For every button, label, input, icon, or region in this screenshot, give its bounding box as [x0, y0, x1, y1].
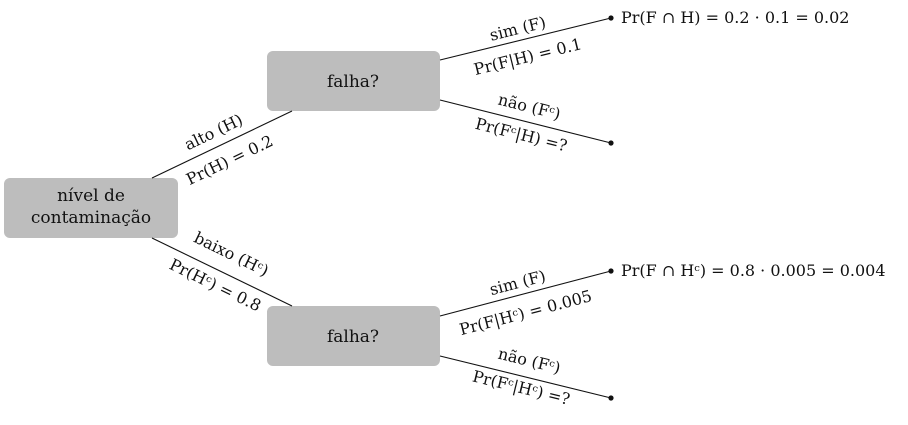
- root-node-label-line2: contaminação: [31, 208, 151, 228]
- root-node-label-line1: nível de: [57, 186, 125, 206]
- lower-failure-node-label: falha?: [327, 327, 379, 347]
- root-node-box: [4, 178, 178, 238]
- edge-lower-sim: sim (F) Pr(F|Hᶜ) = 0.005 Pr(F ∩ Hᶜ) = 0.…: [439, 261, 886, 339]
- edge-upper-sim-probability: Pr(F|H) = 0.1: [472, 34, 584, 79]
- upper-failure-node: falha?: [267, 51, 440, 111]
- leaf-upper-sim-dot: [608, 15, 614, 21]
- edge-upper-sim-line: [439, 17, 612, 61]
- leaf-lower-nao-dot: [608, 395, 614, 401]
- root-node: nível de contaminação: [4, 178, 178, 238]
- edge-root-lower: baixo (Hᶜ) Pr(Hᶜ) = 0.8: [151, 228, 293, 315]
- edge-root-lower-line: [151, 237, 293, 307]
- upper-failure-node-box: [267, 51, 440, 111]
- edge-upper-nao-label: não (Fᶜ): [496, 90, 562, 124]
- edge-upper-sim-label: sim (F): [488, 13, 548, 45]
- edge-upper-nao-line: [439, 99, 612, 144]
- edge-lower-sim-label: sim (F): [488, 266, 548, 299]
- lower-failure-node: falha?: [267, 306, 440, 366]
- upper-failure-node-label: falha?: [327, 72, 379, 92]
- lower-failure-node-box: [267, 306, 440, 366]
- edge-root-upper: alto (H) Pr(H) = 0.2: [151, 110, 293, 189]
- edge-lower-sim-line: [439, 270, 612, 317]
- leaf-lower-sim-dot: [608, 268, 614, 274]
- edge-lower-nao-line: [439, 355, 612, 399]
- result-upper-sim: Pr(F ∩ H) = 0.2 · 0.1 = 0.02: [621, 8, 849, 27]
- edge-lower-nao: não (Fᶜ) Pr(Fᶜ|Hᶜ) =?: [439, 344, 614, 409]
- result-lower-sim: Pr(F ∩ Hᶜ) = 0.8 · 0.005 = 0.004: [621, 261, 886, 280]
- edge-lower-sim-probability: Pr(F|Hᶜ) = 0.005: [457, 286, 594, 339]
- leaf-upper-nao-dot: [608, 140, 614, 146]
- edge-upper-nao: não (Fᶜ) Pr(Fᶜ|H) =?: [439, 90, 614, 155]
- edge-root-upper-line: [151, 110, 293, 179]
- edge-upper-sim: sim (F) Pr(F|H) = 0.1 Pr(F ∩ H) = 0.2 · …: [439, 8, 849, 79]
